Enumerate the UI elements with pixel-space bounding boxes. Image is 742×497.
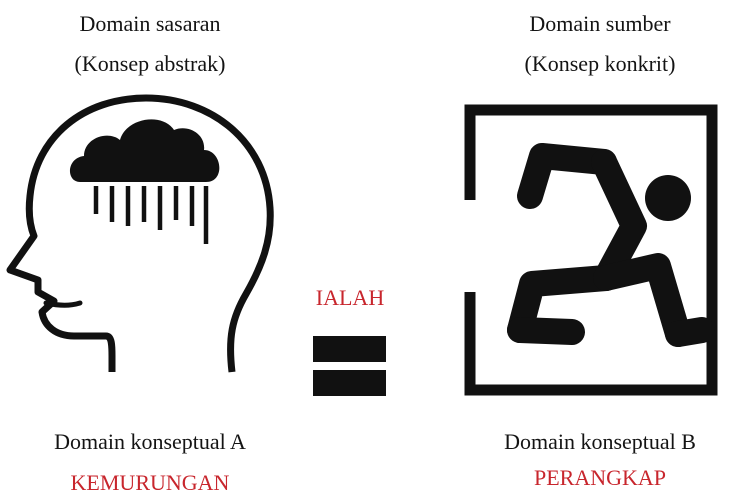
head-with-rain-cloud-icon (6, 94, 274, 373)
source-domain-title: Domain sumber (529, 11, 671, 36)
concept-b-value: PERANGKAP (533, 465, 667, 490)
trapped-person-icon (464, 104, 718, 396)
equals-top-bar (313, 336, 386, 362)
source-domain-subtitle: (Konsep konkrit) (524, 51, 676, 76)
target-domain-title: Domain sasaran (79, 11, 221, 36)
rain-drops (93, 186, 209, 244)
equals-bottom-bar (313, 370, 386, 396)
concept-a-value: KEMURUNGAN (70, 470, 230, 495)
concept-a-label: Domain konseptual A (54, 429, 246, 454)
link-word: IALAH (315, 285, 385, 310)
concept-b-label: Domain konseptual B (504, 429, 696, 454)
target-domain-subtitle: (Konsep abstrak) (74, 51, 226, 76)
